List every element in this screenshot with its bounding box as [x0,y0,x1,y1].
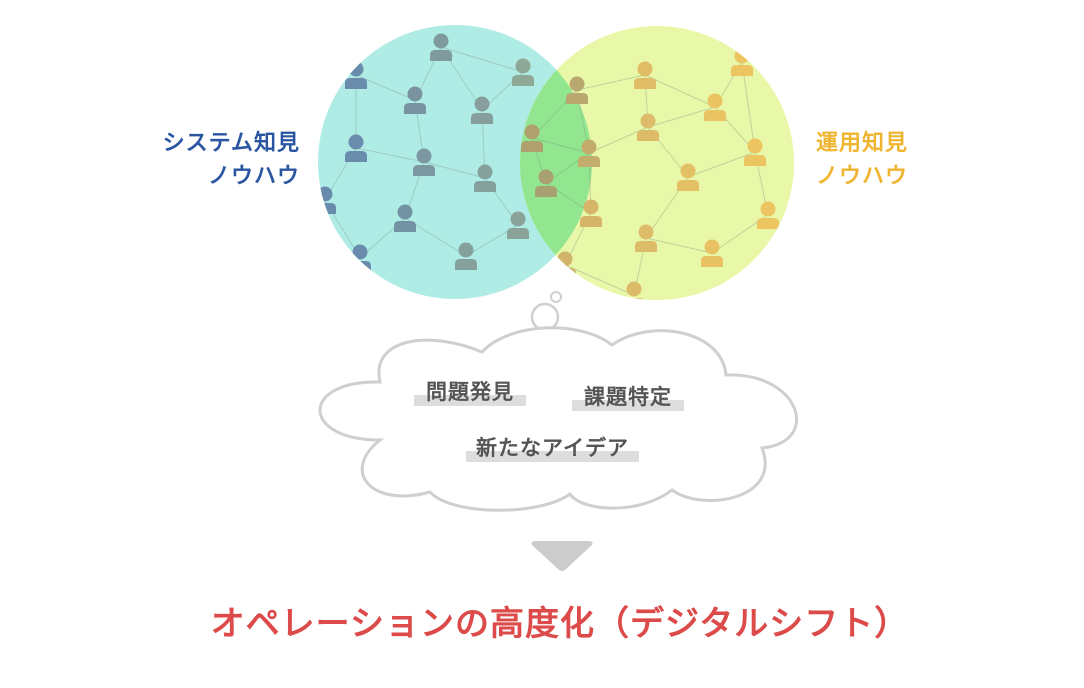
person-icon [455,242,477,270]
person-icon [757,201,779,229]
person-icon [677,163,699,191]
network-link [647,106,716,128]
label-line: ノウハウ [207,164,300,189]
person-icon [345,61,367,89]
system-knowledge-label: システム知見 ノウハウ [163,127,300,193]
operation-knowledge-circle [520,26,794,300]
thought-cloud [318,326,799,512]
person-icon [430,33,452,61]
network-link [564,264,635,296]
operation-knowledge-label: 運用知見 ノウハウ [816,127,908,193]
network-link [741,61,756,153]
label-line: 運用知見 [816,131,909,156]
person-icon [701,239,723,267]
person-icon [566,76,588,104]
person-icon [580,199,602,227]
network-link [588,126,649,154]
network-link [644,74,716,108]
person-icon [578,139,600,167]
down-arrow [531,541,593,571]
cloud-item-problem-discovery: 問題発見 [414,378,526,406]
network-link [440,46,524,73]
person-icon [634,61,656,89]
person-icon [471,96,493,124]
network-link [355,74,416,101]
person-icon [512,58,534,86]
person-icon [637,113,659,141]
person-icon [345,134,367,162]
person-icon [507,211,529,239]
person-icon [535,169,557,197]
person-icon [413,148,435,176]
person-icon [474,164,496,192]
label-line: ノウハウ [816,164,909,189]
network-link [576,74,646,91]
label-line: システム知見 [162,131,300,156]
network-link [687,151,756,178]
network-link [645,237,713,254]
person-icon [635,224,657,252]
person-icon [521,124,543,152]
network-link [355,147,425,163]
cloud-item-new-ideas: 新たなアイデア [466,434,639,462]
person-icon [404,86,426,114]
person-icon [623,281,645,300]
cloud-item-issue-identification: 課題特定 [572,383,684,411]
person-icon [704,93,726,121]
person-icon [744,138,766,166]
thought-bubble-small [550,291,562,303]
thought-bubble-medium [530,302,560,332]
person-icon [394,204,416,232]
network-link [423,161,486,179]
result-title: オペレーションの高度化（デジタルシフト） [210,604,910,644]
network-link [531,137,590,154]
